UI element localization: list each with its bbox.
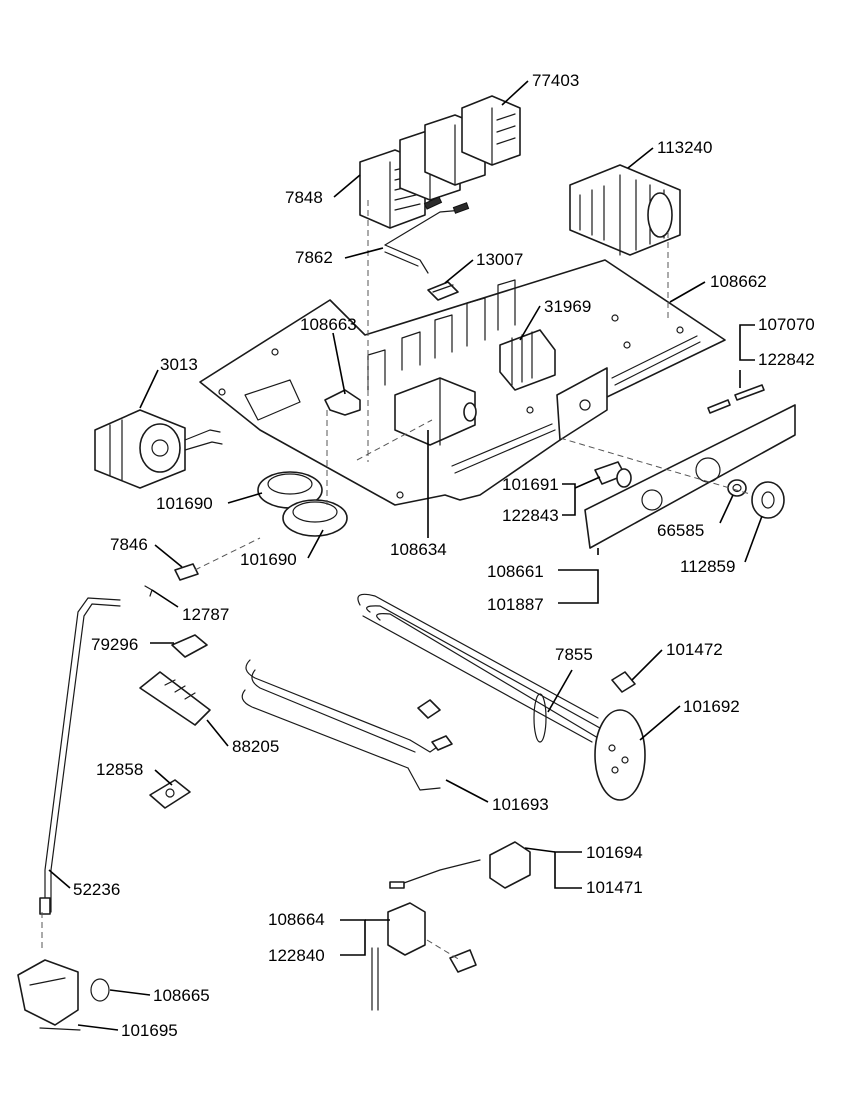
label-7855: 7855	[555, 645, 593, 664]
label-107070: 107070	[758, 315, 815, 334]
label-7846: 7846	[110, 535, 148, 554]
label-108634: 108634	[390, 540, 447, 559]
tube-52236	[39, 597, 121, 915]
terminal-block-88205	[139, 671, 211, 726]
label-88205: 88205	[232, 737, 279, 756]
pressure-switch-101690-lower	[282, 499, 348, 537]
heater-small-101693	[241, 659, 453, 791]
thermostat-101694	[389, 841, 531, 889]
leader-lines	[48, 80, 763, 1031]
o-ring-108665	[90, 978, 110, 1002]
label-101693: 101693	[492, 795, 549, 814]
part-labels: 77403 113240 7848 7862 13007 108662 3196…	[73, 71, 815, 1040]
label-52236: 52236	[73, 880, 120, 899]
contactor-77403	[461, 95, 521, 166]
indicator-101691	[594, 461, 632, 488]
base-plate	[199, 259, 726, 506]
label-12787: 12787	[182, 605, 229, 624]
washer-66585	[727, 479, 747, 497]
label-108664: 108664	[268, 910, 325, 929]
label-101887: 101887	[487, 595, 544, 614]
connector-7846	[174, 563, 199, 581]
label-101691: 101691	[502, 475, 559, 494]
label-101471: 101471	[586, 878, 643, 897]
terminal-13007	[427, 281, 459, 301]
label-113240: 113240	[657, 138, 712, 157]
heater-large-7855	[357, 593, 601, 743]
switch-113240	[569, 164, 681, 256]
label-7848: 7848	[285, 188, 323, 207]
label-101692: 101692	[683, 697, 740, 716]
label-108662: 108662	[710, 272, 767, 291]
part-79296	[171, 634, 208, 658]
label-13007: 13007	[476, 250, 523, 269]
label-77403: 77403	[532, 71, 579, 90]
label-101690-upper: 101690	[156, 494, 213, 513]
label-66585: 66585	[657, 521, 704, 540]
box-108634	[394, 377, 477, 446]
label-101472: 101472	[666, 640, 723, 659]
label-108663: 108663	[300, 315, 357, 334]
part-101472	[611, 671, 636, 693]
label-101690-lower: 101690	[240, 550, 297, 569]
wire-harness-7862	[384, 196, 470, 274]
label-101694: 101694	[586, 843, 643, 862]
label-3013: 3013	[160, 355, 198, 374]
label-108665: 108665	[153, 986, 210, 1005]
tank-101695	[17, 959, 81, 1031]
thermostat-108664	[371, 902, 477, 1011]
label-112859: 112859	[680, 557, 735, 576]
label-101695: 101695	[121, 1021, 178, 1040]
part-12858	[149, 779, 191, 809]
label-31969: 31969	[544, 297, 591, 316]
label-122843: 122843	[502, 506, 559, 525]
label-122842: 122842	[758, 350, 815, 369]
label-108661: 108661	[487, 562, 544, 581]
label-7862: 7862	[295, 248, 333, 267]
knob-112859	[751, 481, 785, 519]
pins-107070-122842	[707, 384, 765, 414]
flange-101692	[594, 709, 646, 801]
label-79296: 79296	[91, 635, 138, 654]
assembly-lines	[41, 200, 751, 961]
label-12858: 12858	[96, 760, 143, 779]
relay-31969	[499, 329, 556, 391]
clip-12787	[144, 585, 153, 597]
label-122840: 122840	[268, 946, 325, 965]
timer-3013	[94, 409, 223, 489]
